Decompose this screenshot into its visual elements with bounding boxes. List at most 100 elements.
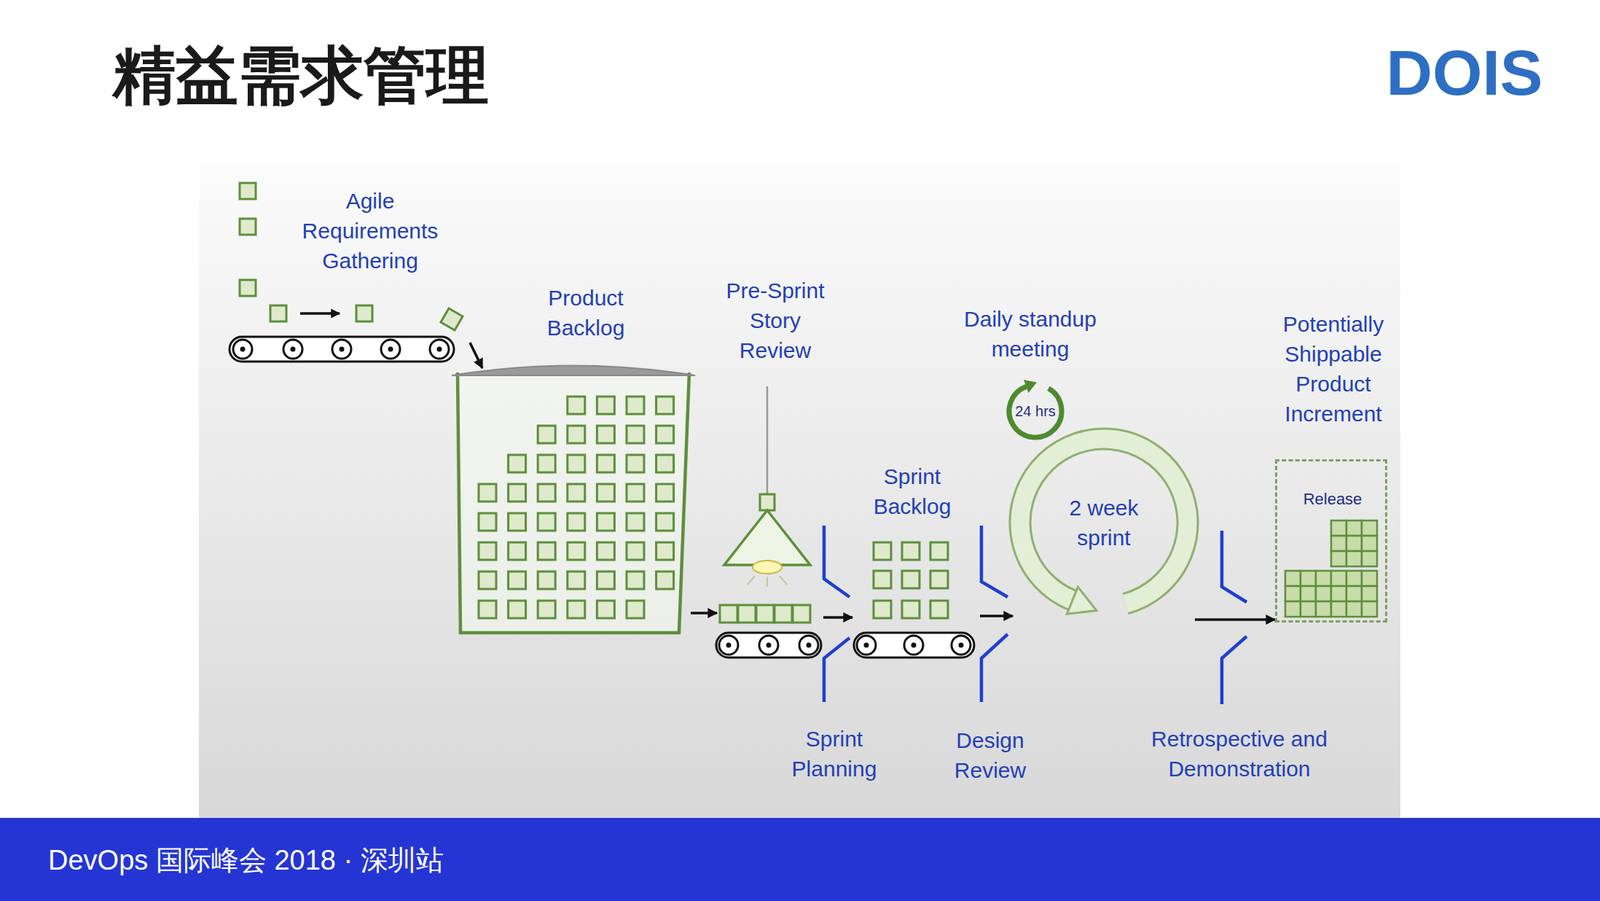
intake-conveyor: Agile Requirements Gathering: [218, 182, 470, 365]
release-block: [1346, 570, 1362, 586]
conveyor-belt: [229, 336, 454, 362]
backlog-bin: [451, 365, 696, 634]
review-lamp: [779, 575, 787, 585]
backlog-item: [567, 512, 586, 531]
backlog-item: [239, 279, 256, 296]
diagram-panel: [198, 163, 1401, 818]
backlog-item: [930, 542, 948, 560]
backlog-item: [596, 571, 615, 589]
release-block: [1300, 601, 1316, 617]
backlog-item: [270, 305, 287, 322]
roller-axle: [911, 642, 917, 648]
conveyor-roller: [283, 339, 303, 359]
review-lamp: [766, 386, 769, 496]
flow-arrow: [690, 611, 717, 615]
stage-heading: Potentially Shippable Product Increment: [1267, 308, 1399, 429]
release-block: [1346, 535, 1362, 551]
conveyor-roller: [233, 339, 253, 359]
backlog-item: [567, 454, 586, 473]
backlog-item: [873, 600, 892, 618]
backlog-item: [774, 604, 792, 623]
release-block: [1285, 601, 1301, 617]
backlog-item: [873, 542, 892, 560]
release-block: [1315, 570, 1332, 586]
release-block: [1361, 520, 1378, 536]
release-block: [1315, 601, 1332, 617]
release-block: [1331, 550, 1347, 567]
release-block: [1331, 535, 1347, 551]
release-block: [1331, 570, 1347, 586]
backlog-item: [478, 512, 497, 531]
roller-axle: [958, 642, 964, 648]
roller-axle: [388, 346, 394, 352]
roller-axle: [339, 346, 345, 352]
conveyor-roller: [759, 635, 779, 655]
gate-bracket: [1221, 636, 1247, 704]
stage-heading: Daily standup meeting: [950, 303, 1111, 364]
release-increment: Potentially Shippable Product IncrementR…: [1275, 459, 1388, 623]
review-lamp: [747, 575, 755, 585]
stage-heading: Pre-Sprint Story Review: [716, 275, 834, 366]
release-block: [1346, 550, 1362, 567]
backlog-item: [626, 483, 645, 502]
backlog-item: [508, 483, 527, 502]
backlog-item: [440, 308, 463, 331]
stage-heading: Product Backlog: [534, 282, 637, 343]
footer-bar: [0, 817, 1600, 901]
backlog-item: [596, 396, 615, 414]
backlog-item: [626, 454, 645, 473]
backlog-item: [508, 454, 527, 473]
backlog-item: [626, 396, 645, 414]
gate-bracket: [1221, 530, 1247, 602]
release-block: [1346, 601, 1362, 617]
backlog-item: [356, 305, 373, 322]
roller-axle: [240, 346, 246, 352]
release-block: [1300, 585, 1316, 602]
backlog-item: [626, 542, 645, 560]
backlog-item: [537, 542, 556, 560]
gate-label: Design Review: [942, 724, 1038, 785]
backlog-item: [478, 571, 497, 589]
gate-bracket: [824, 525, 850, 597]
flow-arrow: [823, 615, 853, 619]
backlog-item: [792, 604, 811, 623]
stage-caption: Release: [1288, 488, 1377, 510]
release-block: [1285, 570, 1301, 586]
backlog-item: [626, 512, 645, 531]
footer-text: DevOps 国际峰会 2018 · 深圳站: [48, 841, 704, 878]
flow-arrow: [979, 614, 1013, 618]
sprint-backlog: Sprint Backlog: [852, 455, 980, 667]
backlog-item: [537, 512, 556, 531]
backlog-item: [537, 483, 556, 502]
backlog-item: [508, 512, 527, 531]
backlog-item: [239, 182, 256, 199]
conveyor-roller: [332, 339, 352, 359]
logo-text: DOIS: [1369, 36, 1560, 110]
backlog-item: [873, 570, 892, 588]
backlog-item: [656, 483, 674, 502]
stage-heading: Sprint Backlog: [861, 461, 964, 521]
backlog-item: [239, 218, 256, 235]
review-lamp: [759, 493, 775, 511]
backlog-item: [596, 542, 615, 560]
standup-cycle: Daily standup meeting24 hrs: [1004, 379, 1067, 443]
stage-heading: 2 week sprint: [1056, 492, 1152, 553]
gate-label: Sprint Planning: [783, 723, 886, 784]
backlog-item: [626, 425, 645, 443]
backlog-item: [656, 542, 674, 560]
backlog-item: [902, 600, 920, 618]
gate-bracket: [981, 525, 1008, 597]
backlog-item: [537, 454, 556, 473]
roller-axle: [726, 642, 732, 648]
backlog-items: [229, 182, 1378, 658]
intake-arrow: [300, 313, 340, 315]
conveyor-roller: [429, 339, 449, 359]
release-block: [1285, 585, 1301, 602]
conveyor-belt: [853, 632, 975, 658]
backlog-item: [478, 542, 497, 560]
backlog-item: [478, 600, 497, 618]
sprint-cycle-arrow: [1066, 586, 1097, 614]
roller-axle: [766, 642, 772, 648]
conveyor-roller: [951, 635, 971, 655]
